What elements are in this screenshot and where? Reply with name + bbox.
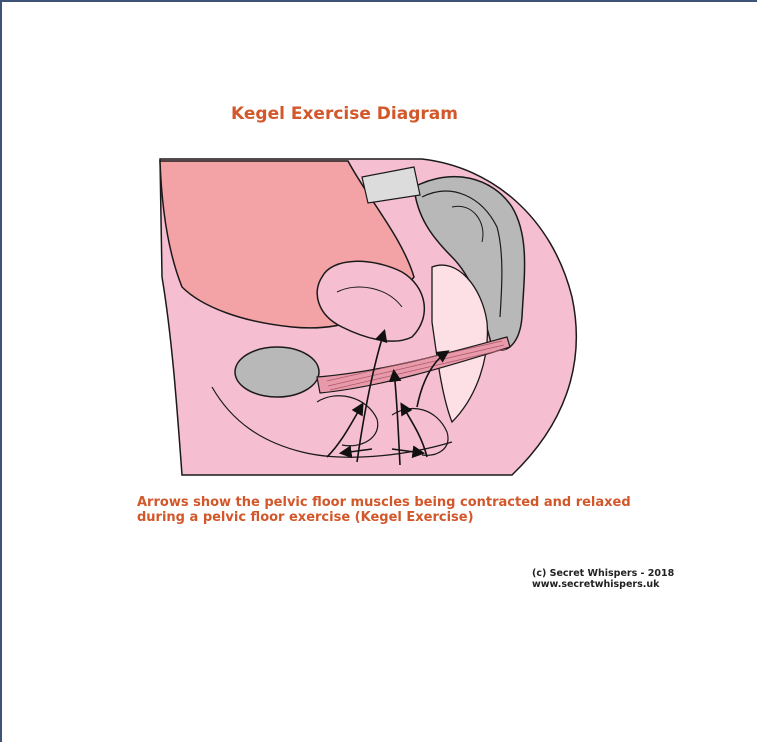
- copyright-notice: (c) Secret Whispers - 2018 www.secretwhi…: [532, 568, 674, 590]
- caption-line-1: Arrows show the pelvic floor muscles bei…: [137, 495, 631, 510]
- pubic-bone: [235, 347, 319, 397]
- diagram-title: Kegel Exercise Diagram: [231, 104, 458, 124]
- website-line: www.secretwhispers.uk: [532, 579, 674, 590]
- copyright-line: (c) Secret Whispers - 2018: [532, 568, 674, 579]
- pelvic-floor-diagram: [152, 157, 582, 479]
- caption-line-2: during a pelvic floor exercise (Kegel Ex…: [137, 510, 631, 525]
- diagram-caption: Arrows show the pelvic floor muscles bei…: [137, 495, 631, 525]
